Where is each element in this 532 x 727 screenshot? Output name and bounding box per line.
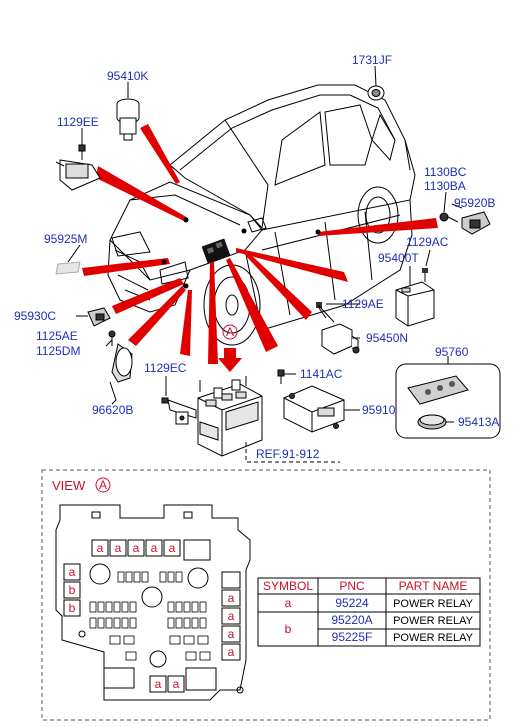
- callout-1129EE: 1129EE: [57, 115, 99, 129]
- part-95925M: [55, 261, 81, 275]
- table-header-symbol: SYMBOL: [263, 579, 313, 593]
- table-row-1-pnc: 95224: [335, 596, 369, 610]
- callout-95410K: 95410K: [107, 69, 148, 83]
- callout-95760: 95760: [435, 345, 469, 359]
- leader-wedges: [82, 124, 438, 364]
- leader-wedge-95450N: [246, 252, 312, 320]
- relay-row-bottom: a a: [149, 675, 185, 693]
- svg-text:A: A: [99, 478, 107, 492]
- svg-text:a: a: [228, 609, 235, 623]
- callout-95910: 95910: [362, 403, 396, 417]
- callout-1129EC: 1129EC: [144, 361, 187, 375]
- callout-1130BC: 1130BC: [424, 165, 467, 179]
- table-row-1-name: POWER RELAY: [393, 598, 474, 610]
- callout-1129AE: 1129AE: [342, 297, 384, 311]
- svg-text:VIEW: VIEW: [52, 478, 86, 493]
- callout-95400T: 95400T: [378, 251, 419, 265]
- fuse-grid: [89, 571, 211, 661]
- view-a-frame: [41, 469, 491, 721]
- callout-1731JF: 1731JF: [352, 53, 392, 67]
- table-row-3-pnc: 95225F: [332, 630, 373, 644]
- leader-wedge-95910: [226, 258, 278, 352]
- leader-wedge-1125AE: [128, 286, 186, 346]
- part-1129AE: [316, 302, 327, 319]
- callout-1130BA: 1130BA: [424, 179, 466, 193]
- part-95910: [283, 385, 345, 433]
- table-header-pnc: PNC: [339, 579, 365, 593]
- view-a-title: VIEW A: [52, 477, 111, 493]
- relay-row-top: a a a a a: [91, 539, 211, 561]
- part-1731JF: [367, 85, 385, 101]
- leader-wedge-95930C: [112, 278, 184, 314]
- leader-wedge-1129EC: [180, 290, 192, 356]
- svg-text:a: a: [228, 591, 235, 605]
- callout-1129AC: 1129AC: [406, 235, 449, 249]
- leader-wedge-1129EE: [96, 166, 188, 222]
- svg-text:a: a: [228, 645, 235, 659]
- svg-text:a: a: [97, 541, 104, 555]
- callout-96620B: 96620B: [92, 403, 133, 417]
- leader-wedge-95925M: [82, 258, 170, 276]
- part-1141AC: [277, 369, 285, 384]
- svg-text:a: a: [155, 677, 162, 691]
- part-95450N: [321, 323, 360, 355]
- table-row-3-name: POWER RELAY: [393, 632, 474, 644]
- leader-lines: [67, 65, 463, 423]
- svg-text:b: b: [69, 583, 76, 597]
- fusebox-outline: [55, 504, 251, 701]
- leader-wedge-95400T: [236, 248, 348, 282]
- callout-1125DM: 1125DM: [36, 344, 80, 358]
- callout-ref: REF.91-912: [256, 447, 320, 461]
- part-96620B: [108, 330, 133, 405]
- svg-text:b: b: [69, 601, 76, 615]
- svg-text:A: A: [226, 325, 234, 339]
- view-a-marker: A: [218, 324, 242, 372]
- relay-col-left: a b b: [63, 563, 81, 617]
- svg-text:a: a: [173, 677, 180, 691]
- part-95400T: [395, 281, 435, 327]
- callout-95930C: 95930C: [14, 309, 56, 323]
- part-table: SYMBOL PNC PART NAME a 95224 POWER RELAY…: [257, 577, 481, 647]
- part-1129EC: [161, 397, 197, 425]
- leader-wedge-1130BC: [318, 218, 438, 236]
- leader-wedge-95410K: [140, 124, 180, 184]
- callout-1141AC: 1141AC: [300, 367, 343, 381]
- svg-text:a: a: [69, 565, 76, 579]
- callout-labels: 95410K 1731JF 1129EE 1130BC 1130BA 95920…: [14, 53, 499, 461]
- relay-col-right: a a a a: [221, 571, 241, 661]
- engine-junction-box: [197, 376, 263, 457]
- part-95920B: [439, 211, 491, 235]
- svg-text:a: a: [133, 541, 140, 555]
- part-1129AC: [422, 268, 428, 282]
- callout-95413A: 95413A: [458, 415, 499, 429]
- table-row-1-symbol: a: [285, 596, 292, 610]
- table-row-2-name: POWER RELAY: [393, 615, 474, 627]
- part-95760: [395, 363, 501, 439]
- svg-text:a: a: [228, 627, 235, 641]
- engine-relay-box: [201, 238, 231, 264]
- callout-95925M: 95925M: [44, 232, 87, 246]
- svg-text:a: a: [169, 541, 176, 555]
- part-1129EE: [55, 144, 101, 191]
- callout-1125AE: 1125AE: [36, 329, 78, 343]
- table-row-2-symbol: b: [285, 622, 292, 636]
- callout-95920B: 95920B: [454, 196, 495, 210]
- svg-text:a: a: [151, 541, 158, 555]
- leader-wedge-junction: [208, 262, 218, 364]
- part-95930C: [87, 307, 111, 327]
- table-row-2-pnc: 95220A: [331, 613, 372, 627]
- part-95410K: [116, 98, 140, 141]
- table-header-part-name: PART NAME: [399, 579, 468, 593]
- callout-95450N: 95450N: [366, 331, 408, 345]
- svg-text:a: a: [115, 541, 122, 555]
- vehicle-outline: [107, 84, 416, 346]
